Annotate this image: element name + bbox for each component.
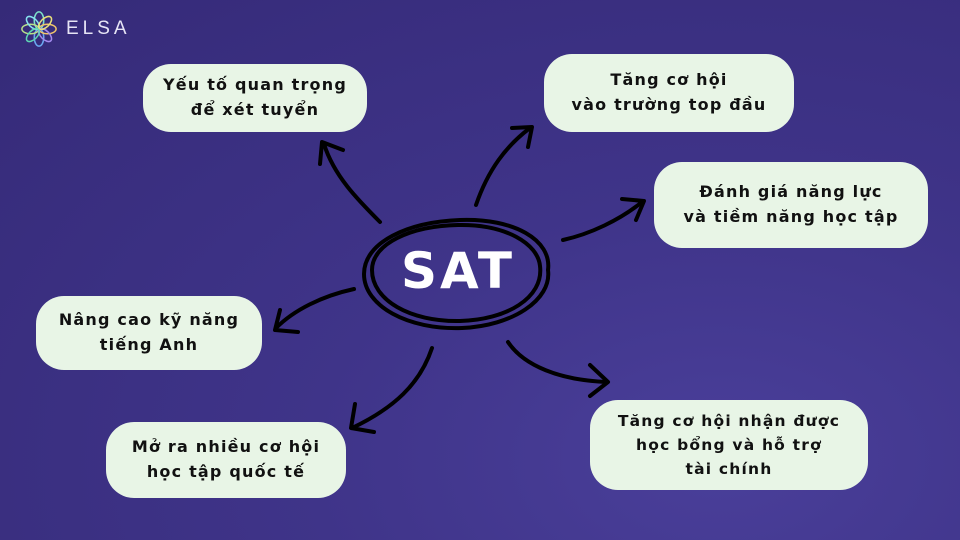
arrow-to-node-5: [350, 346, 434, 430]
flower-logo-icon: [21, 11, 57, 47]
node-scholarship-chance: Tăng cơ hội nhận được học bổng và hỗ trợ…: [590, 400, 868, 490]
center-label: SAT: [401, 242, 515, 300]
node-ability-assessment: Đánh giá năng lực và tiềm năng học tập: [654, 162, 928, 248]
brand-logo: ELSA: [20, 10, 131, 48]
arrowhead-node-5: [349, 402, 376, 434]
arrow-to-node-4: [274, 287, 356, 330]
node-top-school-chance: Tăng cơ hội vào trường top đầu: [544, 54, 794, 132]
node-english-skills: Nâng cao kỹ năng tiếng Anh: [36, 296, 262, 370]
arrow-to-node-6: [506, 340, 608, 384]
node-admission-factor: Yếu tố quan trọng để xét tuyển: [143, 64, 367, 132]
arrow-to-node-3: [561, 200, 644, 242]
arrow-to-node-1: [322, 142, 382, 224]
center-ellipse-inner: [370, 222, 543, 324]
brand-name: ELSA: [66, 18, 131, 39]
arrowhead-node-6: [588, 363, 610, 398]
arrow-to-node-2: [474, 126, 532, 207]
arrowhead-node-1: [318, 140, 345, 166]
arrowhead-node-3: [620, 197, 646, 222]
arrowhead-node-2: [510, 125, 534, 149]
arrowhead-node-4: [273, 308, 300, 334]
center-ellipse: [362, 217, 551, 331]
node-international-study: Mở ra nhiều cơ hội học tập quốc tế: [106, 422, 346, 498]
